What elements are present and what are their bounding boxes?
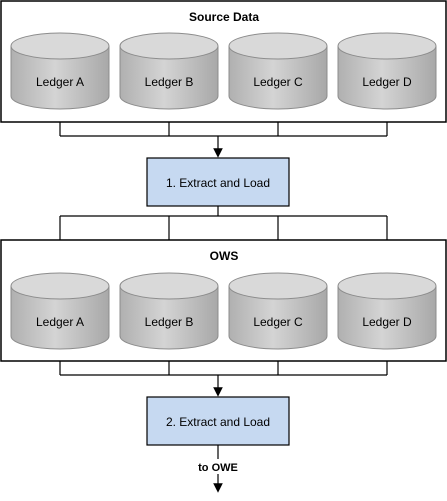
extract-load-step-2: 2. Extract and Load <box>146 396 290 446</box>
source-ledger-a: Ledger A <box>10 32 110 110</box>
ows-ledger-c-label: Ledger C <box>253 315 303 329</box>
source-ledger-a-label: Ledger A <box>36 75 84 89</box>
ows-title: OWS <box>210 249 239 263</box>
source-ledger-d-label: Ledger D <box>362 75 412 89</box>
source-ledger-d: Ledger D <box>337 32 437 110</box>
source-ledger-c: Ledger C <box>228 32 328 110</box>
source-ledger-b: Ledger B <box>119 32 219 110</box>
source-data-panel: Source Data Ledger A Ledger B Ledger C L… <box>0 0 447 123</box>
ows-ledger-a: Ledger A <box>10 272 110 350</box>
source-ledger-c-label: Ledger C <box>253 75 303 89</box>
ows-ledger-b: Ledger B <box>119 272 219 350</box>
extract-load-step-1-label: 1. Extract and Load <box>166 176 270 190</box>
to-owe-label: to OWE <box>198 462 238 474</box>
source-ledger-b-label: Ledger B <box>145 75 194 89</box>
ows-ledger-a-label: Ledger A <box>36 315 84 329</box>
ows-split-connector <box>59 206 388 240</box>
ows-ledger-d-label: Ledger D <box>362 315 412 329</box>
extract-load-step-2-label: 2. Extract and Load <box>166 415 270 429</box>
ows-ledger-c: Ledger C <box>228 272 328 350</box>
source-data-title: Source Data <box>189 10 259 24</box>
output-connector: to OWE <box>190 445 246 493</box>
ows-panel: OWS Ledger A Ledger B Ledger C Ledger D <box>0 239 447 362</box>
source-merge-connector <box>59 122 388 158</box>
ows-ledger-b-label: Ledger B <box>145 315 194 329</box>
ows-ledger-d: Ledger D <box>337 272 437 350</box>
extract-load-step-1: 1. Extract and Load <box>146 157 290 207</box>
ows-merge-connector <box>59 361 388 397</box>
